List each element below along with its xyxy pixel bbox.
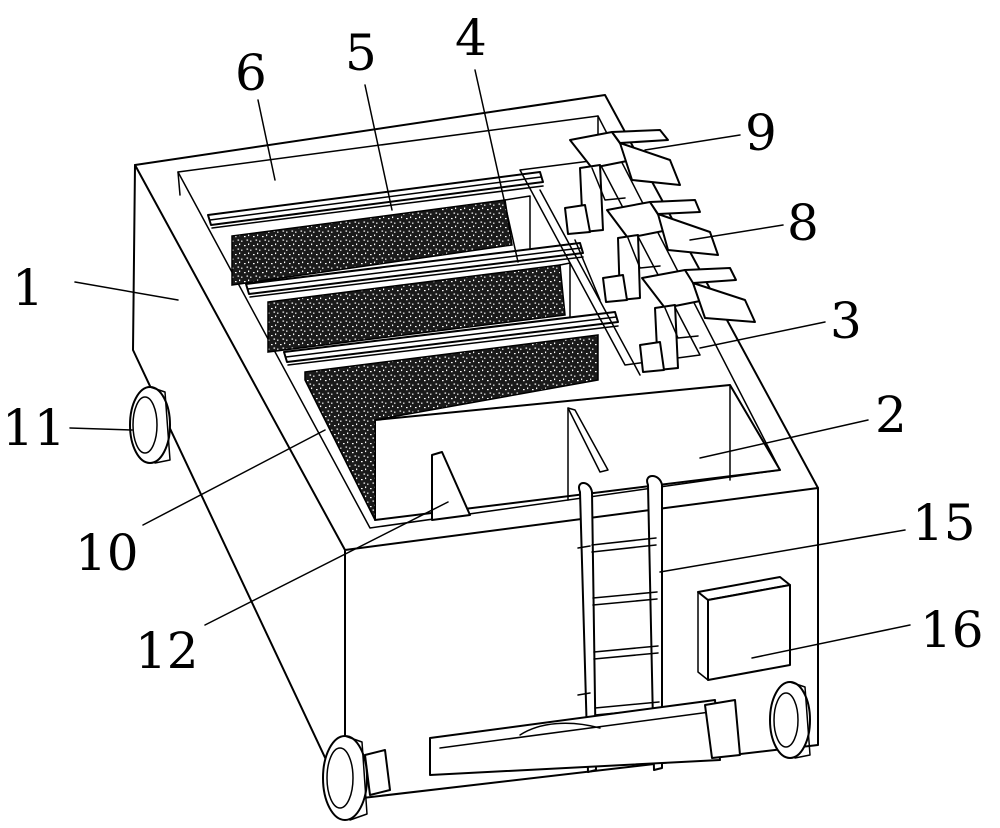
- part-12-callout: 12: [135, 622, 199, 680]
- control-box: [697, 576, 791, 681]
- filter-screen-middle: [245, 242, 584, 353]
- clamp-assembly-bottom: [639, 267, 756, 373]
- filter-screen-top: [207, 171, 544, 286]
- part-2-callout: 2: [875, 386, 907, 444]
- baffle-plate: [431, 451, 471, 521]
- clamp-assembly-top: [564, 129, 681, 235]
- part-11-callout: 11: [2, 399, 66, 457]
- part-8-callout: 8: [787, 194, 819, 252]
- part-1-callout: 1: [12, 259, 44, 317]
- guide-rail: [519, 159, 701, 376]
- part-6-callout: 6: [235, 44, 267, 102]
- part-15-callout: 15: [912, 494, 976, 552]
- wheel-rear-left: [129, 386, 171, 464]
- top-rim-outer: [134, 94, 819, 489]
- clamp-assembly-middle: [602, 199, 719, 303]
- part-16-callout: 16: [920, 601, 984, 659]
- part-10-callout: 10: [75, 524, 139, 582]
- filter-screen-bottom: [283, 311, 619, 521]
- part-5-callout: 5: [345, 24, 377, 82]
- wheel-front-left: [322, 735, 368, 821]
- wheel-front-right: [769, 681, 811, 759]
- part-9-callout: 9: [745, 104, 777, 162]
- undercarriage: [364, 699, 741, 796]
- leader-lines: [69, 69, 911, 659]
- callout-labels: 1 2 3 4 5 6 8 9 10 11 12 15 16: [2, 9, 984, 680]
- part-4-callout: 4: [455, 9, 487, 67]
- part-3-callout: 3: [830, 292, 862, 350]
